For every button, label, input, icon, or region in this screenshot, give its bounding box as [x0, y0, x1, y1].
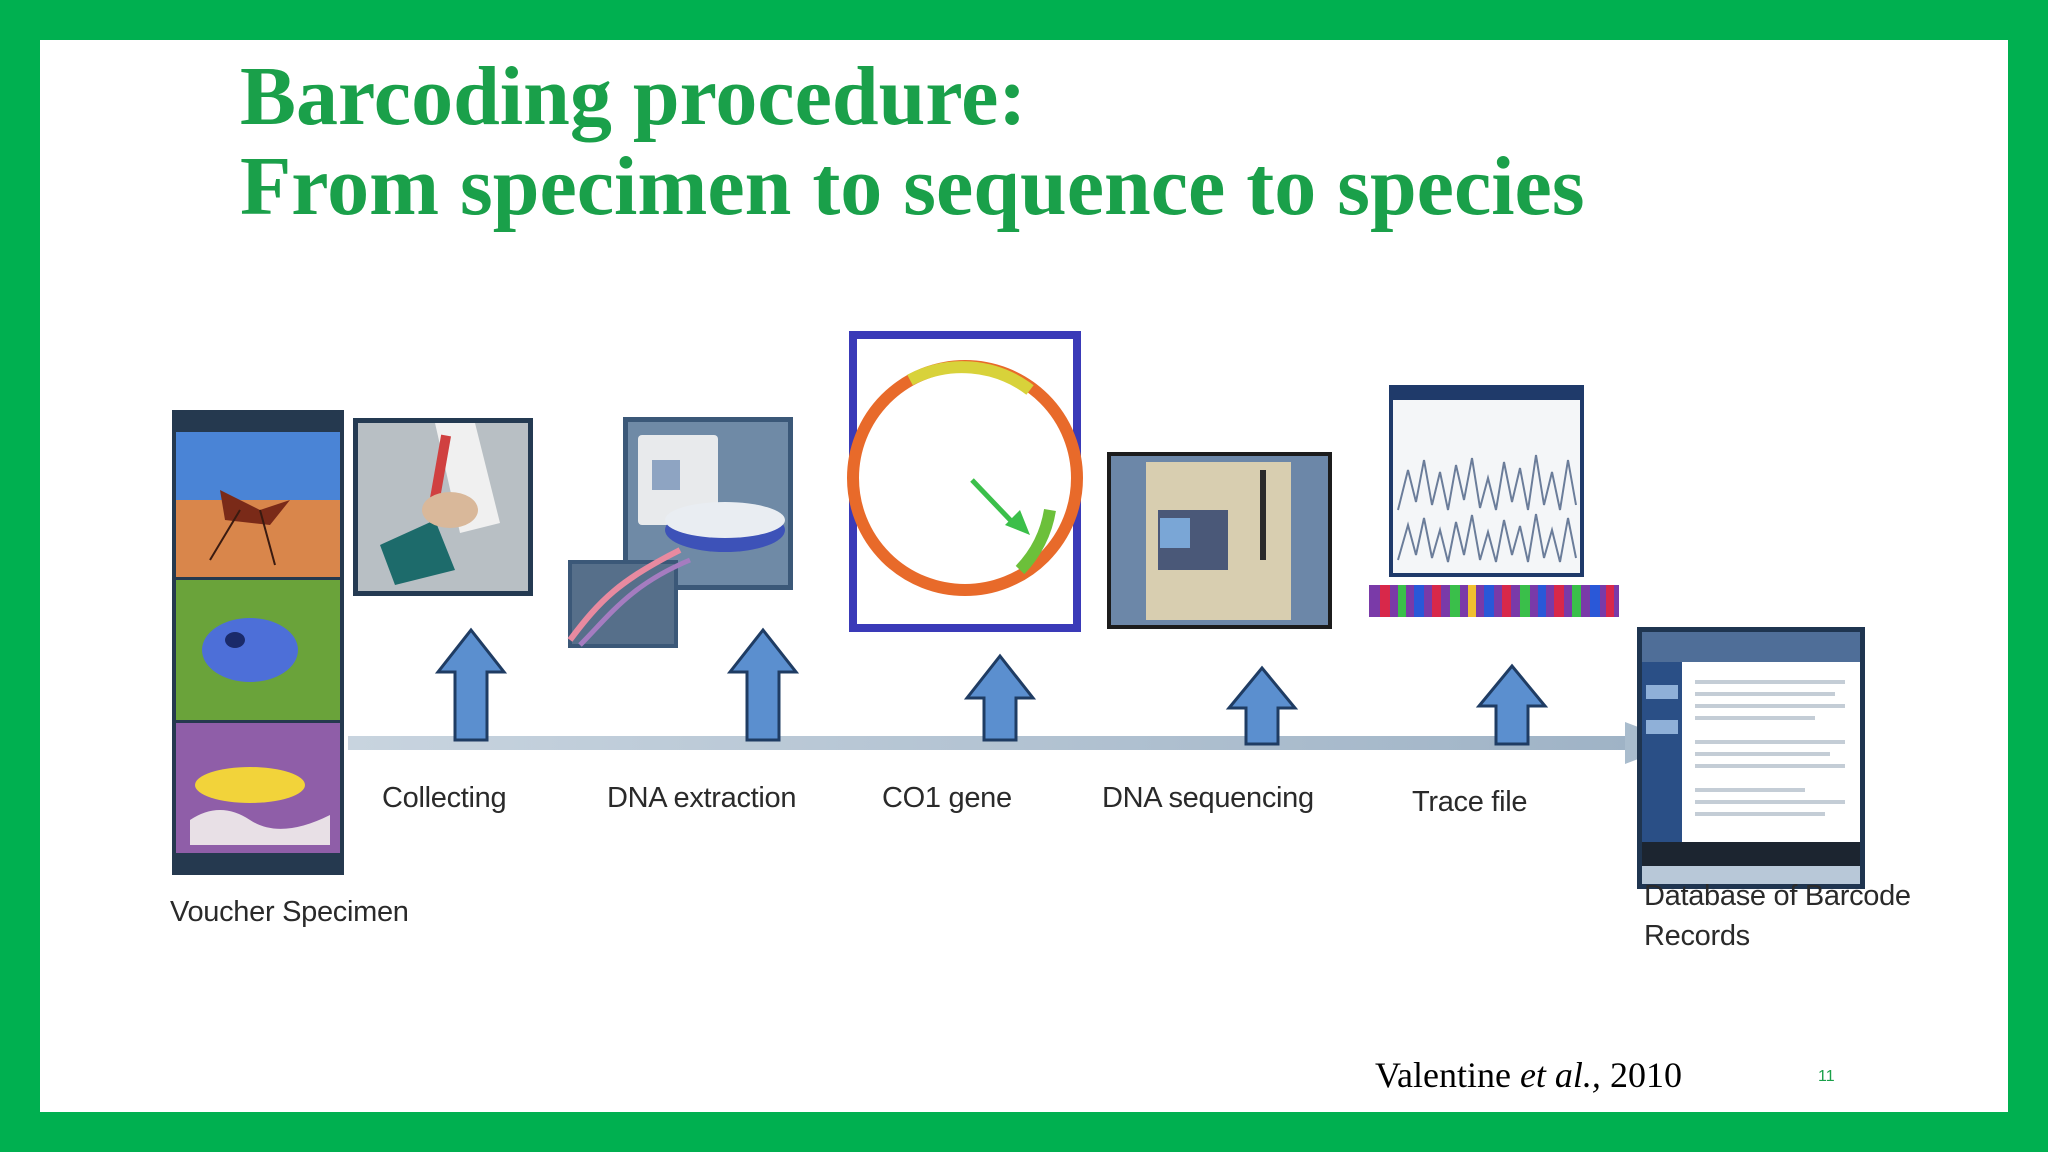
title-line-1: Barcoding procedure: [240, 50, 1027, 143]
co1-gene-map [847, 331, 1083, 632]
start-label-voucher-specimen: Voucher Specimen [170, 896, 409, 928]
end-label-line-1: Database of Barcode [1644, 880, 1911, 912]
up-arrow-dna-sequencing [1225, 665, 1299, 746]
step-label-dna-extraction: DNA extraction [607, 782, 797, 814]
step-arrows [434, 627, 1549, 746]
slide-title: Barcoding procedure: From specimen to se… [240, 52, 1585, 232]
trace-file-chromatogram [1369, 385, 1619, 617]
step-label-collecting: Collecting [382, 782, 507, 814]
up-arrow-co1-gene [963, 653, 1037, 742]
collecting-photo [353, 418, 533, 596]
up-arrow-trace-file [1475, 663, 1549, 746]
up-arrow-collecting [434, 627, 508, 742]
citation-year: 2010 [1609, 1055, 1682, 1095]
dna-extraction-image [567, 417, 793, 648]
barcode-database-screenshot [1637, 627, 1865, 889]
barcoding-workflow-diagram [172, 331, 1865, 889]
page-number: 11 [1818, 1068, 1835, 1085]
end-label-database: Database of Barcode Records [1644, 876, 1911, 956]
step-label-dna-sequencing: DNA sequencing [1102, 782, 1314, 814]
dna-sequencing-machine [1107, 452, 1332, 629]
title-line-2: From specimen to sequence to species [240, 140, 1585, 233]
sequence-color-bar [1369, 585, 1619, 617]
citation-author: Valentine [1375, 1055, 1511, 1095]
up-arrow-dna-extraction [726, 627, 800, 742]
citation: Valentine et al., 2010 [1375, 1054, 1682, 1096]
end-label-line-2: Records [1644, 920, 1750, 952]
step-label-co1-gene: CO1 gene [882, 782, 1012, 814]
voucher-specimen-photos [172, 410, 344, 875]
step-label-trace-file: Trace file [1412, 786, 1528, 818]
citation-etal: et al., [1519, 1055, 1601, 1095]
slide: Barcoding procedure: From specimen to se… [40, 40, 2008, 1112]
